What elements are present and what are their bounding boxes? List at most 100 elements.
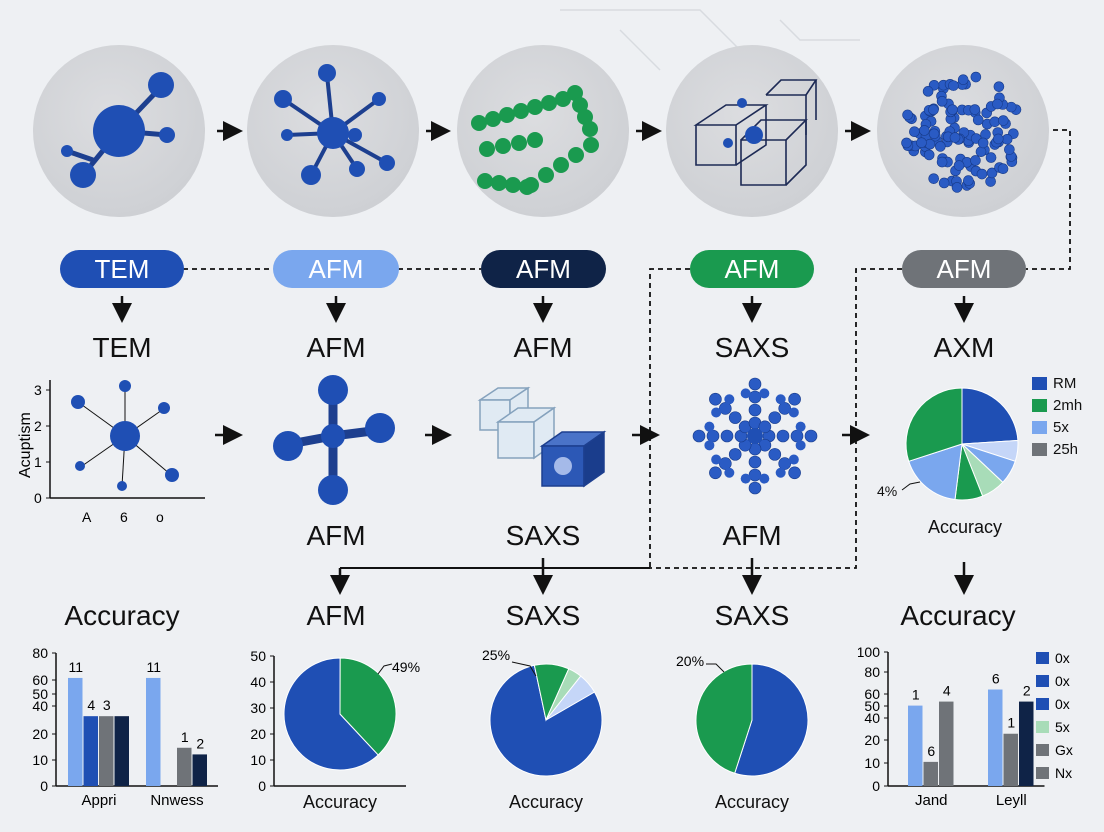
cluster-bead (775, 467, 786, 478)
cluster-bead (759, 388, 770, 399)
row-label-2: AFM (306, 332, 366, 363)
bead (553, 157, 569, 173)
pill-afm-green[interactable]: AFM (690, 250, 814, 288)
bead (511, 135, 527, 151)
x-tick-6: 6 (120, 509, 128, 525)
bar-data-label: 6 (927, 743, 935, 759)
particle (916, 137, 927, 149)
bead (519, 179, 535, 195)
cluster-bead (748, 481, 762, 495)
bar-1-1 (1003, 733, 1018, 786)
particle (997, 115, 1009, 126)
bar2-legend-swatch (1036, 721, 1049, 733)
particle (1004, 144, 1015, 155)
cluster-bead (768, 448, 782, 461)
pie2-annotation: 25% (482, 647, 510, 663)
cluster-bead (778, 402, 791, 415)
cluster-bead (788, 392, 801, 406)
bead-chain-icon (471, 85, 599, 195)
pill-afm-gray[interactable]: AFM (902, 250, 1026, 288)
pie1-annotation: 49% (392, 659, 420, 675)
bar-data-label: 11 (146, 659, 161, 675)
bar-tick-label: 60 (864, 686, 880, 702)
bar2-legend-label: 0x (1055, 673, 1070, 689)
cluster-bead (788, 454, 799, 465)
bar2-legend-swatch (1036, 652, 1049, 664)
pie1-tick-label: 40 (250, 674, 266, 690)
pie-slice-1 (339, 657, 397, 756)
bar2-legend-label: 0x (1055, 650, 1070, 666)
bar-data-label: 2 (196, 735, 204, 751)
cluster-bead (778, 457, 791, 470)
bar2-legend-swatch (1036, 675, 1049, 687)
cluster-bead (740, 473, 751, 484)
bead (485, 111, 501, 127)
cluster-bead (775, 394, 786, 405)
cluster-bead (795, 440, 806, 451)
bar-0-1 (923, 761, 938, 786)
cluster-bead (711, 454, 722, 465)
cluster-bead (724, 467, 735, 478)
legend-item-2mh: 2mh (1032, 397, 1082, 414)
bar-data-label: 1 (1007, 715, 1015, 731)
particle (953, 160, 965, 171)
particle-cluster-icon (901, 71, 1022, 193)
bead (572, 97, 588, 113)
particle (992, 98, 1003, 110)
bar-data-label: 4 (943, 683, 951, 699)
particle (923, 149, 935, 161)
axm-accuracy-caption: Accuracy (927, 517, 1003, 537)
cluster-bead (748, 455, 762, 469)
y-tick-2: 2 (34, 418, 42, 434)
pill-afm-navy[interactable]: AFM (481, 250, 606, 288)
bar-tick-label: 10 (32, 752, 48, 768)
scatter-network-chart: 0 1 2 3 Acuptism A 6 o (17, 380, 205, 525)
particle (992, 133, 1004, 145)
pie-slice-3 (545, 675, 596, 721)
bar-1-2 (177, 747, 192, 786)
axm-annotation-leader (901, 481, 921, 491)
molecule-circle-5 (877, 45, 1049, 217)
x-tick-o: o (156, 509, 164, 525)
pill-afm-light[interactable]: AFM (273, 250, 399, 288)
bead (555, 91, 571, 107)
x-tick-a: A (82, 509, 92, 525)
axm-pie-chart (905, 387, 1019, 501)
molecule-circle-2 (247, 45, 419, 217)
under-label-saxs: SAXS (505, 520, 581, 551)
bottom-title-5: Accuracy (900, 600, 1016, 631)
bead (568, 147, 584, 163)
bead (583, 137, 599, 153)
bar-tick-label: 40 (864, 710, 880, 726)
cluster-bead (709, 392, 722, 406)
bar-tick-label: 0 (40, 778, 48, 794)
bead (513, 103, 529, 119)
cluster-bead (704, 440, 715, 451)
bar-chart-right: 0102040506080100164Jand612Leyll0x0x0x5xG… (858, 644, 1073, 809)
pie-saxs2-caption: Accuracy (714, 792, 790, 812)
branched-molecule-icon (274, 64, 395, 185)
pill-tem[interactable]: TEM (60, 250, 184, 288)
bar-data-label: 1 (181, 729, 189, 745)
cluster-bead (711, 407, 722, 418)
cluster-bead (706, 429, 720, 443)
branched-cluster-icon (692, 377, 818, 495)
bead (479, 141, 495, 157)
bar-0-0 (908, 705, 923, 786)
cluster-bead (768, 411, 782, 424)
bar-tick-label: 60 (32, 672, 48, 688)
pie-chart-saxs: 25% (482, 647, 603, 777)
pie1-tick-label: 10 (250, 752, 266, 768)
cluster-bead (748, 390, 762, 404)
pie2-leader (511, 661, 537, 677)
pie-afm-caption: Accuracy (302, 792, 378, 812)
bead (499, 107, 515, 123)
bar-tick-label: 50 (864, 698, 880, 714)
bar-1-0 (146, 677, 161, 786)
particle (970, 155, 981, 166)
cluster-bead (790, 429, 804, 443)
bar-tick-label: 100 (858, 644, 880, 660)
pie1-tick-label: 20 (250, 726, 266, 742)
